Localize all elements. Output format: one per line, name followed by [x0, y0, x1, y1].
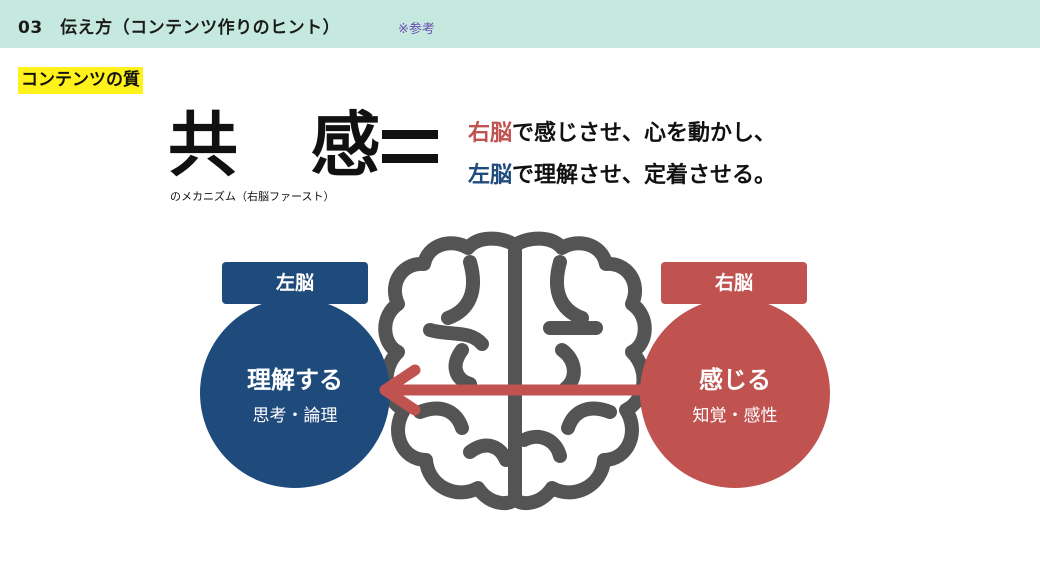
statement-line-1-text: で感じさせ、心を動かし、 [512, 121, 777, 146]
statement-line-2: 左脳で理解させ、定着させる。 [468, 157, 776, 189]
section-label: コンテンツの質 [18, 67, 143, 94]
right-brain-tab: 右脳 [661, 262, 807, 304]
right-brain-highlight: 右脳 [468, 121, 513, 146]
left-brain-main-label: 理解する [247, 366, 343, 394]
right-brain-main-label: 感じる [699, 366, 771, 394]
reference-note: ※参考 [398, 22, 435, 37]
header-bar: 03 伝え方（コンテンツ作りのヒント） ※参考 [0, 0, 1040, 48]
mechanism-caption: のメカニズム（右脳ファースト） [170, 190, 335, 203]
right-brain-sub-label: 知覚・感性 [692, 406, 778, 426]
left-brain-highlight: 左脳 [468, 163, 513, 188]
left-brain-tab: 左脳 [222, 262, 368, 304]
left-brain-circle: 理解する 思考・論理 [200, 298, 390, 488]
kyokan-heading: 共 感 [168, 104, 405, 186]
left-brain-sub-label: 思考・論理 [252, 406, 338, 426]
statement-line-2-text: で理解させ、定着させる。 [512, 163, 777, 188]
page-title: 03 伝え方（コンテンツ作りのヒント） [18, 18, 341, 38]
right-brain-circle: 感じる 知覚・感性 [640, 298, 830, 488]
equals-icon [382, 130, 438, 166]
statement-line-1: 右脳で感じさせ、心を動かし、 [468, 115, 776, 147]
